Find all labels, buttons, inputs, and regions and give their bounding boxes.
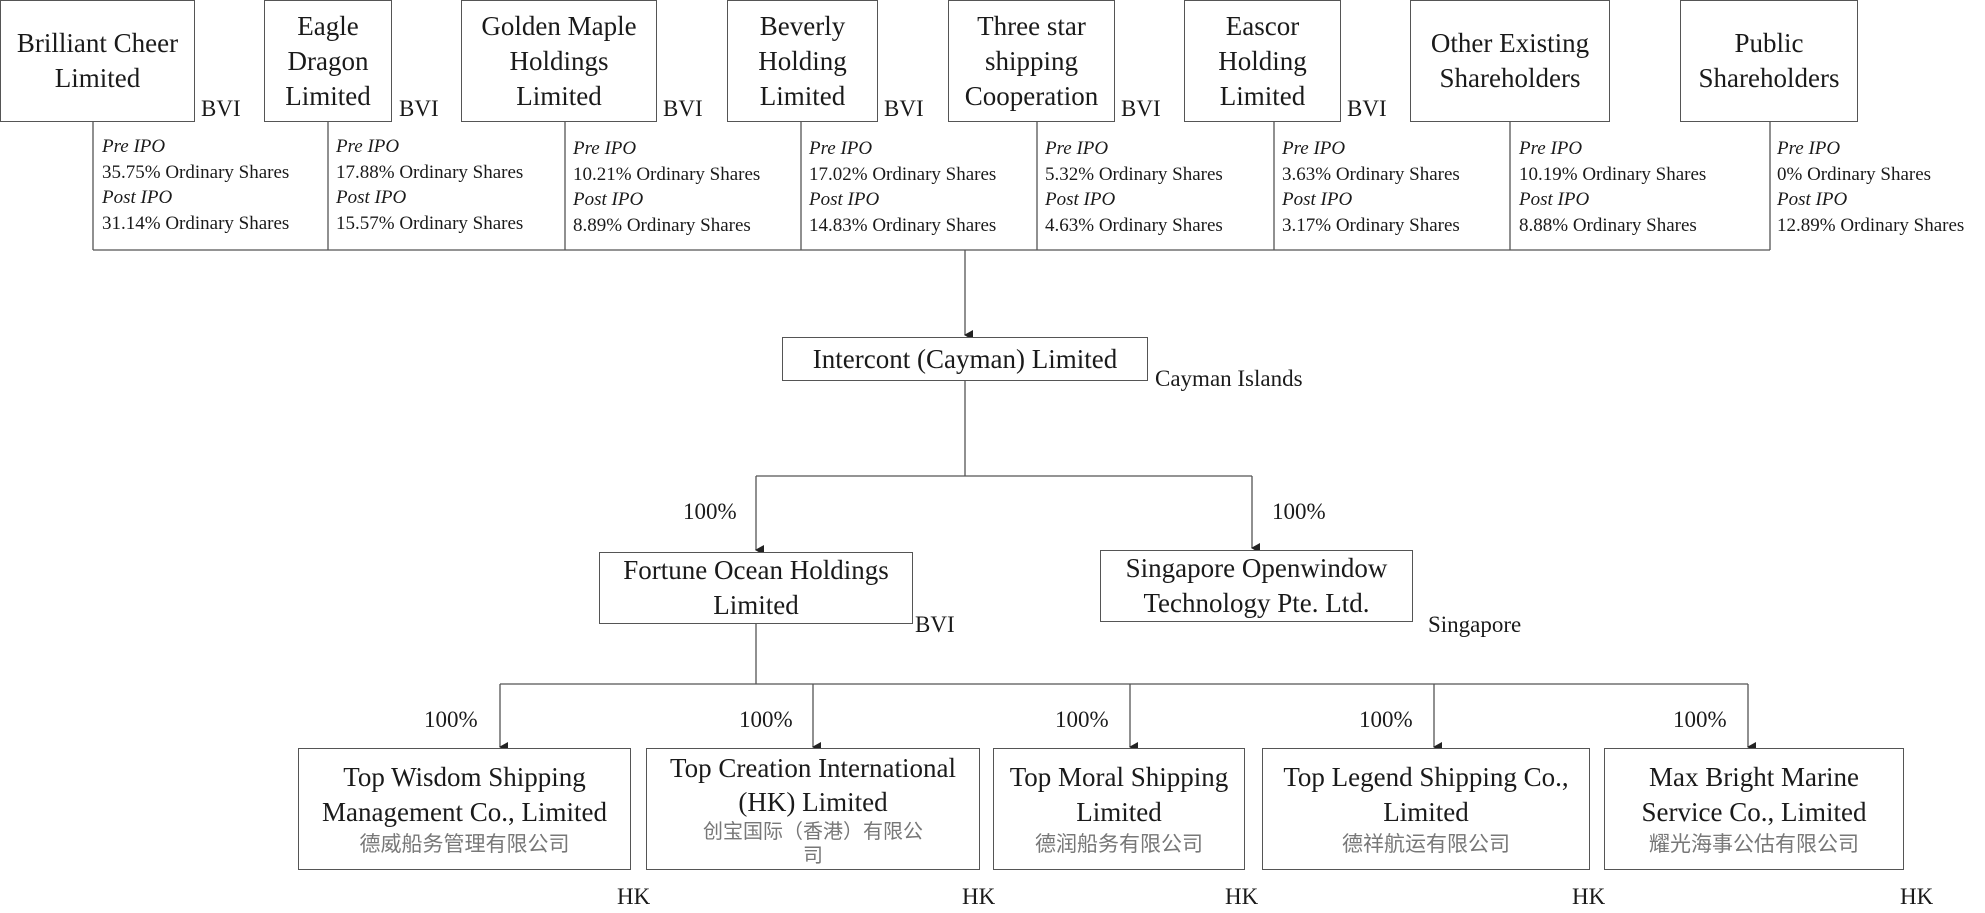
company-chinese-name: 德威船务管理有限公司	[359, 832, 570, 856]
company-name: Top Wisdom Shipping Management Co., Limi…	[322, 762, 607, 827]
pre-ipo-label: Pre IPO	[1282, 138, 1346, 159]
pre-ipo-label: Pre IPO	[1045, 138, 1109, 159]
shareholder-name: Eascor Holding Limited	[1218, 10, 1307, 111]
share-info: Pre IPO 35.75% Ordinary Shares Post IPO …	[102, 134, 289, 236]
jurisdiction-label: BVI	[884, 96, 924, 121]
share-info: Pre IPO 3.63% Ordinary Shares Post IPO 3…	[1282, 136, 1460, 238]
shareholder-box-brilliant-cheer: Brilliant Cheer Limited	[0, 0, 195, 122]
pre-ipo-label: Pre IPO	[809, 138, 873, 159]
pre-ipo-value: 35.75% Ordinary Shares	[102, 161, 290, 183]
company-chinese-name: 耀光海事公估有限公司	[1649, 832, 1859, 856]
post-ipo-value: 12.89% Ordinary Shares	[1777, 214, 1965, 236]
jurisdiction-label: BVI	[915, 612, 955, 637]
share-info: Pre IPO 5.32% Ordinary Shares Post IPO 4…	[1045, 136, 1223, 238]
share-info: Pre IPO 10.19% Ordinary Shares Post IPO …	[1519, 136, 1706, 238]
shareholder-box-beverly: Beverly Holding Limited	[727, 0, 878, 122]
post-ipo-label: Post IPO	[573, 189, 644, 210]
shareholder-box-eascor: Eascor Holding Limited	[1184, 0, 1341, 122]
subsidiary-name: Singapore Openwindow Technology Pte. Ltd…	[1125, 553, 1388, 618]
post-ipo-label: Post IPO	[102, 187, 173, 208]
ownership-label: 100%	[683, 499, 737, 524]
parent-company-name: Intercont (Cayman) Limited	[812, 343, 1118, 374]
jurisdiction-label: BVI	[1347, 96, 1387, 121]
post-ipo-value: 15.57% Ordinary Shares	[336, 212, 524, 234]
jurisdiction-label: BVI	[399, 96, 439, 121]
pre-ipo-label: Pre IPO	[573, 138, 637, 159]
shareholder-name: Public Shareholders	[1698, 28, 1840, 93]
pre-ipo-value: 17.88% Ordinary Shares	[336, 161, 524, 183]
jurisdiction-label: HK	[1900, 884, 1934, 909]
ownership-label: 100%	[1272, 499, 1326, 524]
ownership-label: 100%	[1359, 707, 1413, 732]
post-ipo-label: Post IPO	[809, 189, 880, 210]
shareholder-box-public: Public Shareholders	[1680, 0, 1858, 122]
post-ipo-value: 3.17% Ordinary Shares	[1282, 214, 1460, 236]
shareholder-name: Brilliant Cheer Limited	[16, 28, 179, 93]
share-info: Pre IPO 17.88% Ordinary Shares Post IPO …	[336, 134, 523, 236]
ownership-label: 100%	[1673, 707, 1727, 732]
shareholder-box-eagle-dragon: Eagle Dragon Limited	[264, 0, 392, 122]
parent-company-box: Intercont (Cayman) Limited	[782, 337, 1148, 381]
pre-ipo-label: Pre IPO	[1519, 138, 1583, 159]
shareholder-name: Beverly Holding Limited	[758, 10, 847, 111]
pre-ipo-value: 10.19% Ordinary Shares	[1519, 163, 1707, 185]
subsidiary-name: Fortune Ocean Holdings Limited	[623, 555, 889, 620]
ownership-label: 100%	[424, 707, 478, 732]
company-chinese-name: 德润船务有限公司	[1035, 832, 1203, 856]
post-ipo-label: Post IPO	[1777, 189, 1848, 210]
pre-ipo-label: Pre IPO	[336, 136, 400, 157]
jurisdiction-label: HK	[962, 884, 996, 909]
pre-ipo-value: 10.21% Ordinary Shares	[573, 163, 761, 185]
jurisdiction-label: Singapore	[1428, 612, 1522, 637]
share-info: Pre IPO 10.21% Ordinary Shares Post IPO …	[573, 136, 760, 238]
post-ipo-label: Post IPO	[1045, 189, 1116, 210]
jurisdiction-label: Cayman Islands	[1155, 366, 1303, 391]
jurisdiction-label: HK	[617, 884, 651, 909]
post-ipo-value: 31.14% Ordinary Shares	[102, 212, 290, 234]
post-ipo-label: Post IPO	[1519, 189, 1590, 210]
pre-ipo-label: Pre IPO	[1777, 138, 1841, 159]
shareholder-name: Three star shipping Cooperation	[964, 10, 1099, 111]
post-ipo-label: Post IPO	[1282, 189, 1353, 210]
company-name: Top Legend Shipping Co., Limited	[1283, 762, 1569, 827]
company-name: Top Moral Shipping Limited	[1009, 762, 1229, 827]
jurisdiction-label: BVI	[1121, 96, 1161, 121]
jurisdiction-label: HK	[1225, 884, 1259, 909]
company-chinese-name: 创宝国际（香港）有限公司	[703, 819, 923, 867]
subsidiary-box-fortune-ocean: Fortune Ocean Holdings Limited	[599, 552, 913, 624]
post-ipo-value: 8.89% Ordinary Shares	[573, 214, 751, 236]
post-ipo-value: 8.88% Ordinary Shares	[1519, 214, 1697, 236]
share-info: Pre IPO 0% Ordinary Shares Post IPO 12.8…	[1777, 136, 1964, 238]
post-ipo-value: 4.63% Ordinary Shares	[1045, 214, 1223, 236]
jurisdiction-label: BVI	[201, 96, 241, 121]
ownership-label: 100%	[1055, 707, 1109, 732]
shareholder-box-golden-maple: Golden Maple Holdings Limited	[461, 0, 657, 122]
company-chinese-name: 德祥航运有限公司	[1342, 832, 1510, 856]
ownership-label: 100%	[739, 707, 793, 732]
operating-company-box-top-wisdom: Top Wisdom Shipping Management Co., Limi…	[298, 748, 631, 870]
operating-company-box-max-bright: Max Bright Marine Service Co., Limited 耀…	[1604, 748, 1904, 870]
post-ipo-value: 14.83% Ordinary Shares	[809, 214, 997, 236]
post-ipo-label: Post IPO	[336, 187, 407, 208]
shareholder-box-three-star: Three star shipping Cooperation	[948, 0, 1115, 122]
pre-ipo-value: 17.02% Ordinary Shares	[809, 163, 997, 185]
operating-company-box-top-moral: Top Moral Shipping Limited 德润船务有限公司	[993, 748, 1245, 870]
subsidiary-box-singapore-openwindow: Singapore Openwindow Technology Pte. Ltd…	[1100, 550, 1413, 622]
pre-ipo-value: 5.32% Ordinary Shares	[1045, 163, 1223, 185]
shareholder-name: Eagle Dragon Limited	[285, 10, 371, 111]
operating-company-box-top-legend: Top Legend Shipping Co., Limited 德祥航运有限公…	[1262, 748, 1590, 870]
jurisdiction-label: BVI	[663, 96, 703, 121]
shareholder-name: Other Existing Shareholders	[1430, 28, 1590, 93]
operating-company-box-top-creation: Top Creation International (HK) Limited …	[646, 748, 980, 870]
company-name: Max Bright Marine Service Co., Limited	[1641, 762, 1867, 827]
pre-ipo-value: 0% Ordinary Shares	[1777, 163, 1932, 185]
shareholder-box-other-existing: Other Existing Shareholders	[1410, 0, 1610, 122]
share-info: Pre IPO 17.02% Ordinary Shares Post IPO …	[809, 136, 996, 238]
pre-ipo-value: 3.63% Ordinary Shares	[1282, 163, 1460, 185]
shareholder-name: Golden Maple Holdings Limited	[481, 10, 637, 111]
pre-ipo-label: Pre IPO	[102, 136, 166, 157]
jurisdiction-label: HK	[1572, 884, 1606, 909]
company-name: Top Creation International (HK) Limited	[669, 753, 957, 817]
